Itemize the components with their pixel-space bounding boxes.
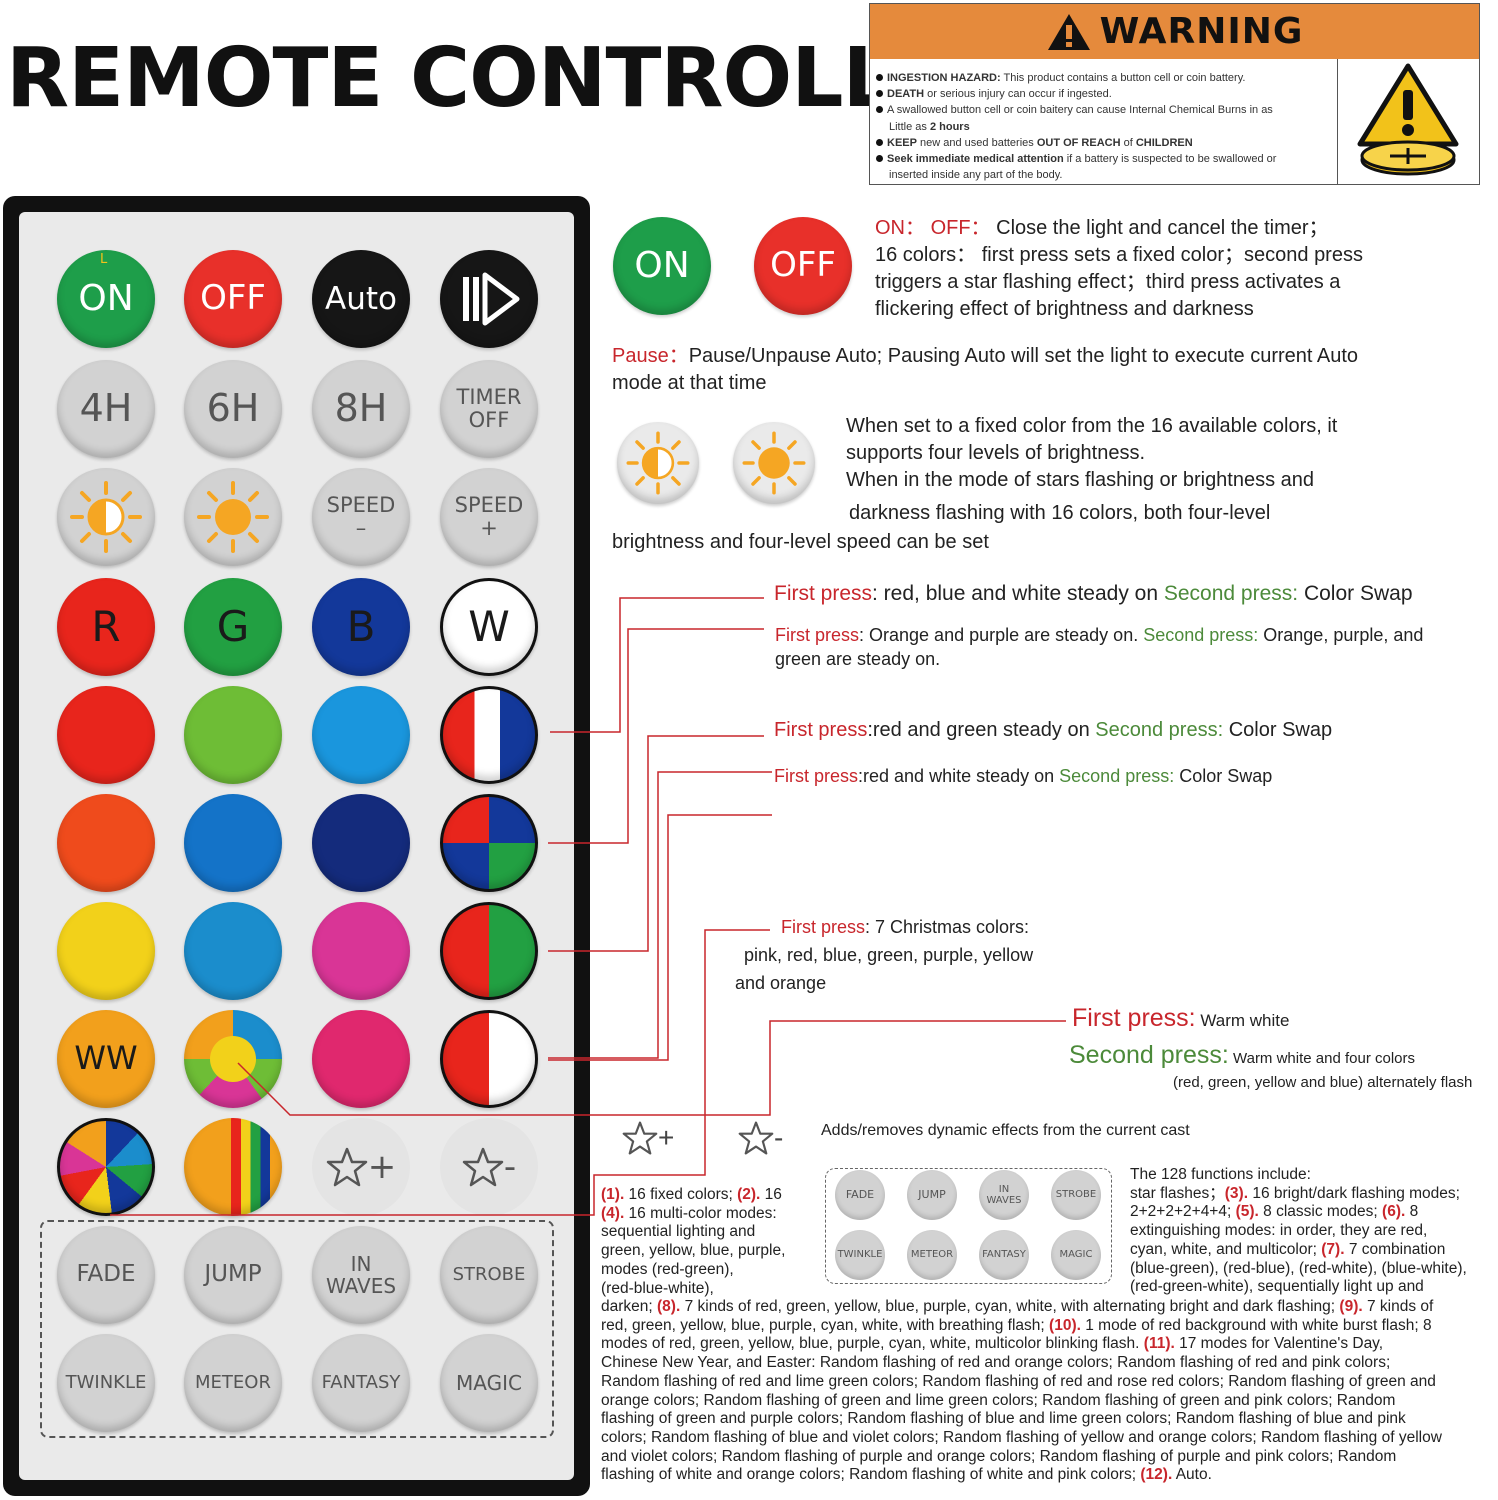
- fade-button[interactable]: FADE: [57, 1226, 155, 1324]
- red-green-description: First press:red and green steady on Seco…: [774, 719, 1333, 741]
- blue-button[interactable]: B: [312, 578, 410, 676]
- off-button[interactable]: OFF: [184, 250, 282, 348]
- red-green-button[interactable]: [440, 902, 538, 1000]
- color-teal-button[interactable]: [184, 902, 282, 1000]
- functions-left-column: (1). 16 fixed colors; (2). 16 (4). 16 mu…: [601, 1186, 786, 1297]
- timer-6h-button[interactable]: 6H: [184, 360, 282, 458]
- functions-paragraph: darken; (8). 7 kinds of red, green, yell…: [601, 1298, 1442, 1484]
- warning-header: WARNING: [870, 4, 1479, 59]
- battery-hazard-icon: [1357, 63, 1459, 176]
- star-minus-illustration: -: [738, 1120, 783, 1156]
- mini-twinkle: TWINKLE: [835, 1230, 885, 1280]
- meteor-button[interactable]: METEOR: [184, 1334, 282, 1432]
- pause-description: Pause：Pause/Unpause Auto; Pausing Auto w…: [612, 345, 1359, 394]
- brightness-up-illustration: [733, 422, 815, 504]
- mini-strobe: STROBE: [1051, 1170, 1101, 1220]
- color-red-button[interactable]: [57, 686, 155, 784]
- magic-button[interactable]: MAGIC: [440, 1334, 538, 1432]
- color-orange-red-button[interactable]: [57, 794, 155, 892]
- play-pause-icon: [463, 272, 520, 326]
- color-navy-button[interactable]: [312, 794, 410, 892]
- multicolor-stripes-button[interactable]: [184, 1118, 282, 1216]
- speed-down-button[interactable]: SPEED–: [312, 468, 410, 566]
- mini-in-waves: IN WAVES: [979, 1170, 1029, 1220]
- mini-meteor: METEOR: [907, 1230, 957, 1280]
- christmas-colors-button[interactable]: [184, 1010, 282, 1108]
- orange-purple-green-button[interactable]: [440, 794, 538, 892]
- jump-button[interactable]: JUMP: [184, 1226, 282, 1324]
- on-illustration: ON: [613, 217, 711, 315]
- functions-right-column: The 128 functions include: star flashes；…: [1130, 1166, 1467, 1296]
- star-minus-button[interactable]: -: [440, 1118, 538, 1216]
- star-icon: [326, 1147, 367, 1187]
- orange-purple-description: First press: Orange and purple are stead…: [775, 625, 1424, 669]
- star-description: Adds/removes dynamic effects from the cu…: [821, 1122, 1190, 1139]
- mode-section: [40, 1220, 554, 1438]
- speed-up-button[interactable]: SPEED+: [440, 468, 538, 566]
- color-sky-button[interactable]: [312, 686, 410, 784]
- warm-white-button[interactable]: WW: [57, 1010, 155, 1108]
- warm-white-description: First press: Warm white: [1072, 1004, 1290, 1032]
- brightness-up-icon: [197, 481, 269, 553]
- page-title: REMOTE CONTROLLER: [6, 31, 1012, 126]
- off-illustration: OFF: [754, 217, 852, 315]
- multicolor-wheel-button[interactable]: [57, 1118, 155, 1216]
- strobe-button[interactable]: STROBE: [440, 1226, 538, 1324]
- timer-8h-button[interactable]: 8H: [312, 360, 410, 458]
- brightness-up-icon: [742, 431, 806, 495]
- mini-magic: MAGIC: [1051, 1230, 1101, 1280]
- warning-text: INGESTION HAZARD: This product contains …: [870, 59, 1338, 185]
- warning-triangle-icon: [1047, 13, 1090, 50]
- brightness-description: When set to a fixed color from the 16 av…: [846, 415, 1338, 524]
- on-off-description: ON： OFF： Close the light and cancel the …: [875, 217, 1363, 320]
- star-icon: [738, 1121, 774, 1155]
- red-button[interactable]: R: [57, 578, 155, 676]
- mini-fantasy: FANTASY: [979, 1230, 1029, 1280]
- red-blue-white-button[interactable]: [440, 686, 538, 784]
- star-icon: [462, 1147, 504, 1187]
- pause-button[interactable]: [440, 250, 538, 348]
- red-blue-white-description: First press: red, blue and white steady …: [774, 582, 1413, 605]
- color-lime-button[interactable]: [184, 686, 282, 784]
- warm-white-second-description: Second press: Warm white and four colors…: [1069, 1041, 1473, 1092]
- christmas-description: First press: 7 Christmas colors: pink, r…: [735, 917, 1034, 993]
- mini-jump: JUMP: [907, 1170, 957, 1220]
- white-button[interactable]: W: [440, 578, 538, 676]
- color-pink-button[interactable]: [312, 1010, 410, 1108]
- brightness-up-button[interactable]: [184, 468, 282, 566]
- mini-fade: FADE: [835, 1170, 885, 1220]
- brightness-down-button[interactable]: [57, 468, 155, 566]
- red-white-description: First press:red and white steady on Seco…: [774, 766, 1273, 786]
- fantasy-button[interactable]: FANTASY: [312, 1334, 410, 1432]
- mode-illustration: [825, 1168, 1112, 1284]
- on-button[interactable]: L ON: [57, 250, 155, 348]
- twinkle-button[interactable]: TWINKLE: [57, 1334, 155, 1432]
- auto-button[interactable]: Auto: [312, 250, 410, 348]
- star-plus-button[interactable]: +: [312, 1118, 410, 1216]
- timer-4h-button[interactable]: 4H: [57, 360, 155, 458]
- brightness-down-illustration: [617, 422, 699, 504]
- red-white-button[interactable]: [440, 1010, 538, 1108]
- green-button[interactable]: G: [184, 578, 282, 676]
- color-yellow-button[interactable]: [57, 902, 155, 1000]
- color-magenta-button[interactable]: [312, 902, 410, 1000]
- brightness-down-icon: [70, 481, 142, 553]
- star-icon: [622, 1121, 658, 1155]
- brightness-description-end: brightness and four-level speed can be s…: [612, 531, 989, 553]
- brightness-down-icon: [626, 431, 690, 495]
- star-plus-illustration: +: [622, 1120, 674, 1156]
- warning-box: WARNING INGESTION HAZARD: This product c…: [869, 3, 1480, 185]
- warning-heading: WARNING: [1099, 11, 1304, 52]
- color-mid-blue-button[interactable]: [184, 794, 282, 892]
